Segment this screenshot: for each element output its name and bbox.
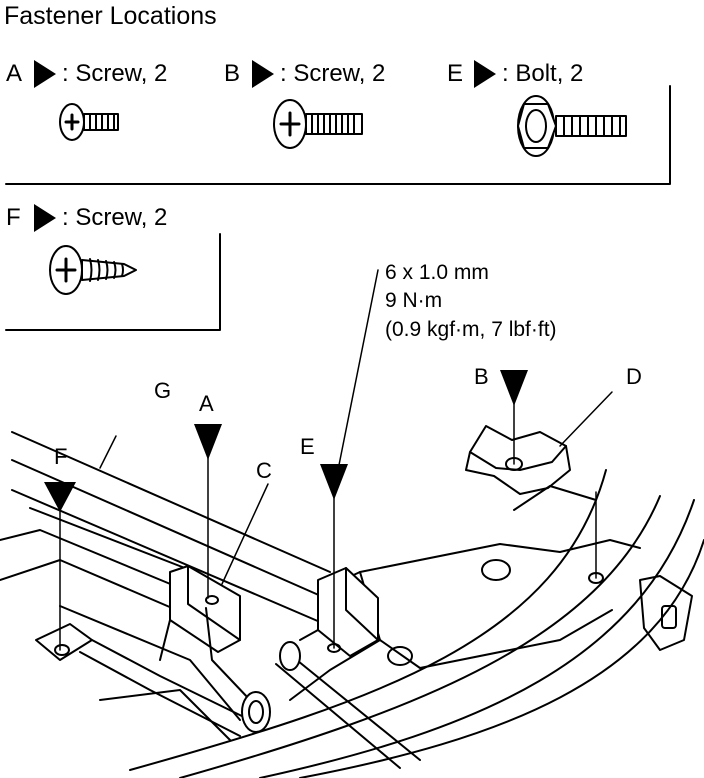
legend-arrow-f [34, 204, 56, 232]
callout-d: D [626, 364, 642, 389]
arrow-f [44, 482, 76, 512]
fastener-a-desc: : Screw, 2 [62, 60, 168, 87]
page-title: Fastener Locations [4, 2, 217, 30]
leader-lines [59, 269, 613, 651]
callout-c: C [256, 458, 272, 483]
fastener-a-label: A [6, 62, 22, 86]
fastener-e-letter: E [447, 60, 464, 87]
fastener-e-desc: : Bolt, 2 [502, 60, 584, 87]
assembly-drawing [0, 425, 704, 778]
spec-size: 6 x 1.0 mm [385, 261, 489, 284]
spec-torque-alt: (0.9 kgf·m, 7 lbf·ft) [385, 318, 557, 341]
callout-e: E [300, 434, 315, 459]
callout-a: A [199, 391, 214, 416]
screw-f-icon [49, 245, 137, 295]
legend-arrow-e [474, 60, 496, 88]
fastener-a-letter: A [6, 60, 23, 87]
callout-g: G [154, 378, 172, 403]
arrow-b [500, 370, 528, 406]
fastener-b-desc: : Screw, 2 [280, 60, 386, 87]
callout-b: B [474, 364, 489, 389]
fastener-b-letter: B [224, 60, 241, 87]
legend-arrows [34, 60, 496, 232]
legend-arrow-b [252, 60, 274, 88]
diagram-arrows [44, 370, 528, 512]
fastener-f-desc: : Screw, 2 [62, 204, 168, 231]
spec-torque-nm: 9 N·m [385, 289, 443, 312]
bolt-e-icon [517, 95, 627, 157]
fastener-f-letter: F [6, 204, 21, 231]
screw-b-icon [273, 99, 363, 149]
arrow-e [320, 464, 348, 500]
arrow-a [194, 424, 222, 460]
screw-a-icon [59, 103, 119, 141]
legend-arrow-a [34, 60, 56, 88]
legend-frame [5, 85, 671, 331]
callout-f: F [54, 444, 68, 469]
